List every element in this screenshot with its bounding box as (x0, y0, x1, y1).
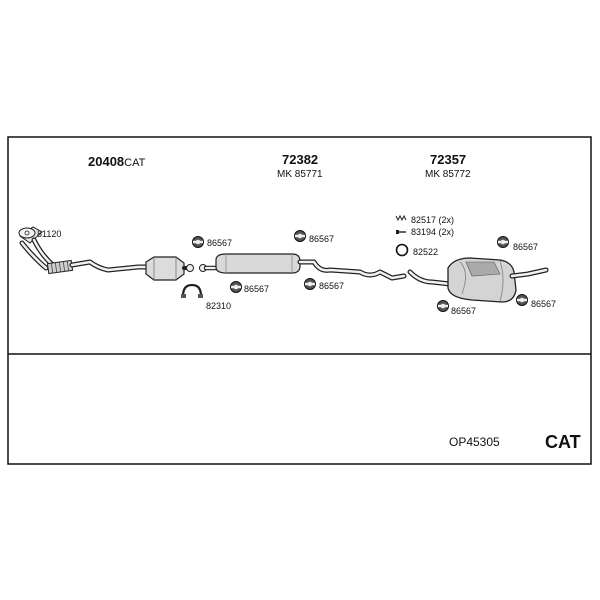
hanger-86567-d: 86567 (304, 278, 344, 291)
hanger-86567-a: 86567 (192, 236, 232, 248)
label-hanger-e: 86567 (513, 242, 538, 252)
group2-number: 72382 (282, 152, 318, 167)
spring-set-82517: 82517 (2x) (395, 214, 454, 225)
group1-label: 20408CAT (88, 154, 146, 169)
label-82517: 82517 (2x) (411, 215, 454, 225)
group3-number: 72357 (430, 152, 466, 167)
hanger-86567-f: 86567 (437, 300, 476, 316)
seal-ring-82522: 82522 (395, 243, 438, 257)
label-81120: 81120 (37, 229, 61, 239)
group1-suffix: CAT (124, 157, 145, 169)
label-hanger-c: 86567 (244, 284, 269, 294)
label-82522: 82522 (413, 247, 438, 257)
hanger-86567-b: 86567 (294, 230, 334, 244)
diagram-frame (7, 136, 592, 465)
group2-kit: MK 85771 (277, 169, 323, 180)
hanger-86567-g: 86567 (516, 294, 556, 309)
hanger-86567-e: 86567 (497, 236, 538, 252)
label-82310: 82310 (206, 301, 231, 311)
rear-silencer (407, 257, 549, 303)
label-hanger-a: 86567 (207, 238, 232, 248)
hanger-86567-c: 86567 (230, 281, 269, 294)
label-83194: 83194 (2x) (411, 227, 454, 237)
gasket-front-81120: 81120 (18, 227, 61, 239)
bolt-set-83194: 83194 (2x) (396, 227, 454, 237)
label-hanger-d: 86567 (319, 281, 344, 291)
footer-code: OP45305 (449, 435, 500, 449)
footer-cat: CAT (545, 432, 581, 452)
label-hanger-f: 86567 (451, 306, 476, 316)
group1-number: 20408 (88, 154, 124, 169)
group3-kit: MK 85772 (425, 169, 471, 180)
clamp-82310: 82310 (181, 283, 231, 311)
label-hanger-b: 86567 (309, 234, 334, 244)
front-pipe-catalyst (19, 226, 194, 281)
label-hanger-g: 86567 (531, 299, 556, 309)
middle-silencer (199, 253, 407, 281)
